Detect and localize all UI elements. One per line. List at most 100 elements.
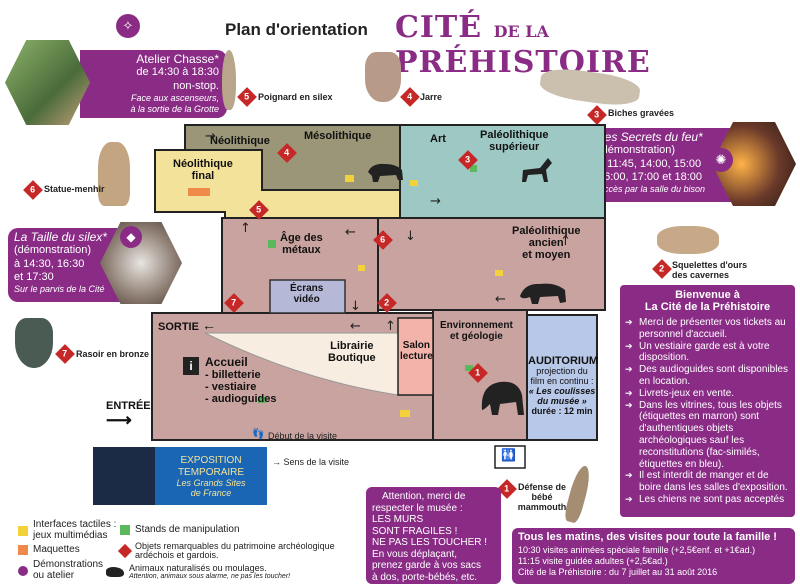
label-accueil: Accueil - billetterie - vestiaire - audi… (205, 355, 277, 406)
legend-maquettes-text: Maquettes (33, 544, 80, 555)
welcome-item: Merci de présenter vos tickets au person… (625, 317, 790, 341)
defense-label: Défense de bébé mammouth (517, 482, 567, 512)
atelier-chasse-title: Atelier Chasse* (136, 52, 219, 66)
mammoth-shape (481, 381, 524, 415)
poignard-label: Poignard en silex (258, 92, 333, 102)
legend-stands-text: Stands de manipulation (135, 524, 240, 535)
svg-text:↑: ↑ (385, 319, 396, 334)
legend-maquettes-swatch (18, 544, 28, 555)
legend: Interfaces tactiles : jeux multimédias M… (18, 519, 363, 585)
attention-line: En vous déplaçant, (372, 548, 458, 560)
svg-text:↓: ↓ (405, 229, 416, 244)
legend-demo-text: ou atelier (33, 569, 75, 581)
stand-marker (258, 397, 266, 403)
tactile-marker (410, 180, 418, 186)
room-salon-lecture (397, 317, 434, 396)
label-sortie-text: SORTIE (158, 321, 199, 333)
atelier-chasse-box: Atelier Chasse* de 14:30 à 18:30 non-sto… (80, 50, 227, 118)
label-aud-line: durée : 12 min (531, 405, 593, 416)
info-icon: i (183, 357, 199, 375)
label-debut-visite: Début de la visite (268, 431, 338, 441)
label-paleo-ancien: Paléolithique ancien et moyen (512, 225, 580, 261)
label-expo-line: de France (190, 488, 232, 499)
rasoir-image (15, 318, 53, 368)
label-auditorium: AUDITORIUM projection du film en continu… (528, 355, 598, 417)
label-expo-line: Les Grands Sites (176, 478, 246, 488)
reindeer-shape (522, 158, 552, 182)
welcome-item: Livrets-jeux en vente. (625, 388, 790, 400)
label-ecrans-line: Écrans (290, 283, 324, 294)
legend-demo: Démonstrations ou atelier (18, 559, 104, 581)
welcome-item: Des audioguides sont disponibles en loca… (625, 364, 790, 388)
legend-stands-swatch (120, 524, 130, 535)
label-librairie-line: Librairie (330, 340, 374, 352)
label-expo-line: TEMPORAIRE (177, 466, 245, 478)
label-paleo-anc-line: et moyen (522, 249, 571, 262)
welcome-title-line: La Cité de la Préhistoire (644, 301, 771, 313)
label-aud-line: du musée » (537, 395, 587, 406)
attention-line: NE PAS LES TOUCHER ! (372, 537, 488, 548)
jarre-image (365, 52, 401, 102)
svg-text:←: ← (495, 292, 506, 307)
label-env-line: et géologie (450, 331, 503, 342)
label-neo-final-line: Néolithique (173, 158, 233, 170)
atelier-chasse-line: de 14:30 à 18:30 (136, 66, 219, 79)
secrets-feu-line: (démonstration) (598, 144, 676, 157)
label-paleo-sup-line: Paléolithique (480, 129, 549, 141)
stand-marker (470, 165, 477, 172)
matins-title: Tous les matins, des visites pour toute … (518, 531, 777, 543)
bison-legend-icon (106, 567, 124, 578)
attention-line: à dos, porte-bébés, etc. (372, 571, 478, 583)
atelier-chasse-line: à la sortie de la Grotte (130, 103, 219, 114)
label-exposition: EXPOSITION TEMPORAIRE Les Grands Sites d… (157, 455, 265, 499)
label-accueil-line: - audioguides (205, 393, 277, 406)
label-neolithique: Néolithique (210, 135, 270, 147)
label-environnement: Environnement et géologie (440, 320, 513, 342)
label-aud-line: projection du (536, 366, 588, 377)
taille-silex-line: et 17:30 (14, 270, 54, 283)
footprints-icon: 👣 (252, 429, 265, 440)
label-age-metaux: Âge des métaux (280, 232, 323, 256)
label-env-line: Environnement (440, 320, 513, 331)
stand-marker (268, 240, 276, 248)
label-accueil-line: - vestiaire (205, 381, 257, 394)
label-ecrans-line: vidéo (293, 294, 320, 305)
welcome-title-line: Bienvenue à (675, 289, 740, 301)
svg-text:←: ← (350, 319, 361, 334)
wc-box (494, 445, 526, 469)
squelettes-label: Squelettes d'ours des cavernes (672, 260, 752, 280)
svg-text:↑: ↑ (560, 234, 571, 249)
squelettes-image (657, 226, 719, 254)
svg-text:→: → (430, 194, 441, 209)
brand-de-la: DE LA (493, 22, 549, 41)
welcome-list: Merci de présenter vos tickets au person… (625, 317, 790, 506)
route-arrows: →→ ↓← ←↓ ↑← ↑↑ (205, 129, 571, 334)
taille-silex-line: à 14:30, 16:30 (14, 257, 85, 270)
label-art: Art (430, 133, 446, 145)
label-entree: ENTRÉE ⟶ (106, 400, 151, 429)
flint-icon: ◆ (120, 226, 142, 248)
maquette-marker (188, 188, 210, 196)
jarre-label: Jarre (420, 92, 443, 102)
label-paleo-anc-line: ancien (528, 237, 564, 250)
label-sens-text: Sens de la visite (283, 457, 350, 467)
poignard-image (222, 50, 236, 110)
label-age-line: métaux (282, 244, 321, 257)
legend-demo-text: Démonstrations (33, 559, 104, 570)
label-salon-lecture: Salon lecture (400, 340, 433, 362)
attention-line: prenez garde à vos sacs (372, 560, 481, 571)
map-title: Plan d'orientation (225, 20, 368, 39)
label-paleo-superieur: Paléolithique supérieur (480, 129, 548, 153)
tactile-marker (400, 410, 410, 417)
label-paleo-sup-line: supérieur (489, 141, 540, 154)
legend-tactile: Interfaces tactiles : jeux multimédias (18, 519, 116, 541)
legend-demo-swatch (18, 565, 28, 576)
matins-line: 11:15 visite guidée adultes (+2,5€ad.) (518, 556, 668, 566)
attention-line: Attention, merci de (382, 491, 466, 502)
room-ecrans-video (269, 279, 346, 314)
tactile-marker (358, 265, 365, 271)
legend-animaux-text: Attention, animaux sous alarme, ne pas l… (129, 573, 291, 581)
label-librairie: Librairie Boutique (328, 340, 376, 364)
room-auditorium (526, 314, 598, 441)
atelier-chasse-line: non-stop. (173, 79, 219, 92)
